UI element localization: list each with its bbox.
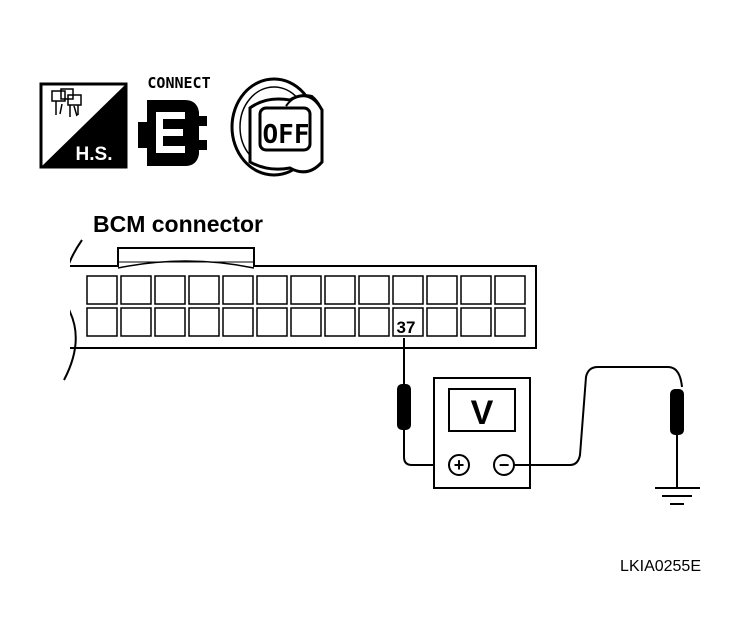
connector-connect-icon: CONNECT bbox=[138, 74, 211, 166]
terminal-cell bbox=[256, 307, 288, 337]
figure-code: LKIA0255E bbox=[620, 558, 701, 575]
negative-symbol: − bbox=[499, 455, 510, 475]
connector-title: BCM connector bbox=[93, 211, 263, 237]
bcm-connector: 37 bbox=[52, 239, 537, 381]
terminal-cell bbox=[358, 275, 390, 305]
ignition-off-label: OFF bbox=[263, 120, 310, 150]
terminal-cell bbox=[86, 275, 118, 305]
terminal-37-label: 37 bbox=[397, 318, 416, 337]
terminal-cell bbox=[256, 275, 288, 305]
terminal-cell bbox=[120, 275, 152, 305]
terminal-cell bbox=[426, 307, 458, 337]
voltmeter-display bbox=[448, 388, 516, 432]
positive-symbol: + bbox=[454, 455, 465, 475]
terminal-cell bbox=[358, 307, 390, 337]
ignition-key-off-icon: OFF bbox=[230, 77, 324, 177]
negative-lead bbox=[514, 366, 684, 488]
terminal-cell bbox=[188, 307, 220, 337]
terminal-cell bbox=[222, 275, 254, 305]
terminal-cell bbox=[460, 275, 492, 305]
terminal-cell bbox=[392, 307, 424, 337]
terminal-cell bbox=[392, 275, 424, 305]
terminal-cell bbox=[86, 307, 118, 337]
terminal-cell bbox=[290, 307, 322, 337]
terminal-cell bbox=[324, 275, 356, 305]
terminal-cell bbox=[426, 275, 458, 305]
terminal-cell bbox=[494, 307, 526, 337]
connect-label: CONNECT bbox=[147, 74, 210, 92]
positive-terminal bbox=[448, 454, 470, 476]
terminal-cell bbox=[324, 307, 356, 337]
voltmeter: V + − bbox=[433, 377, 531, 489]
harness-service-icon: H.S. bbox=[39, 82, 128, 169]
hs-label: H.S. bbox=[76, 144, 113, 165]
terminal-cell bbox=[494, 275, 526, 305]
terminal-cell bbox=[222, 307, 254, 337]
terminal-grid bbox=[86, 275, 526, 337]
ground-symbol-icon bbox=[655, 487, 700, 505]
terminal-cell bbox=[188, 275, 220, 305]
positive-lead bbox=[397, 338, 448, 466]
terminal-cell bbox=[460, 307, 492, 337]
voltmeter-display-value: V bbox=[471, 394, 494, 432]
terminal-cell bbox=[154, 275, 186, 305]
terminal-cell bbox=[154, 307, 186, 337]
terminal-cell bbox=[120, 307, 152, 337]
terminal-cell bbox=[290, 275, 322, 305]
